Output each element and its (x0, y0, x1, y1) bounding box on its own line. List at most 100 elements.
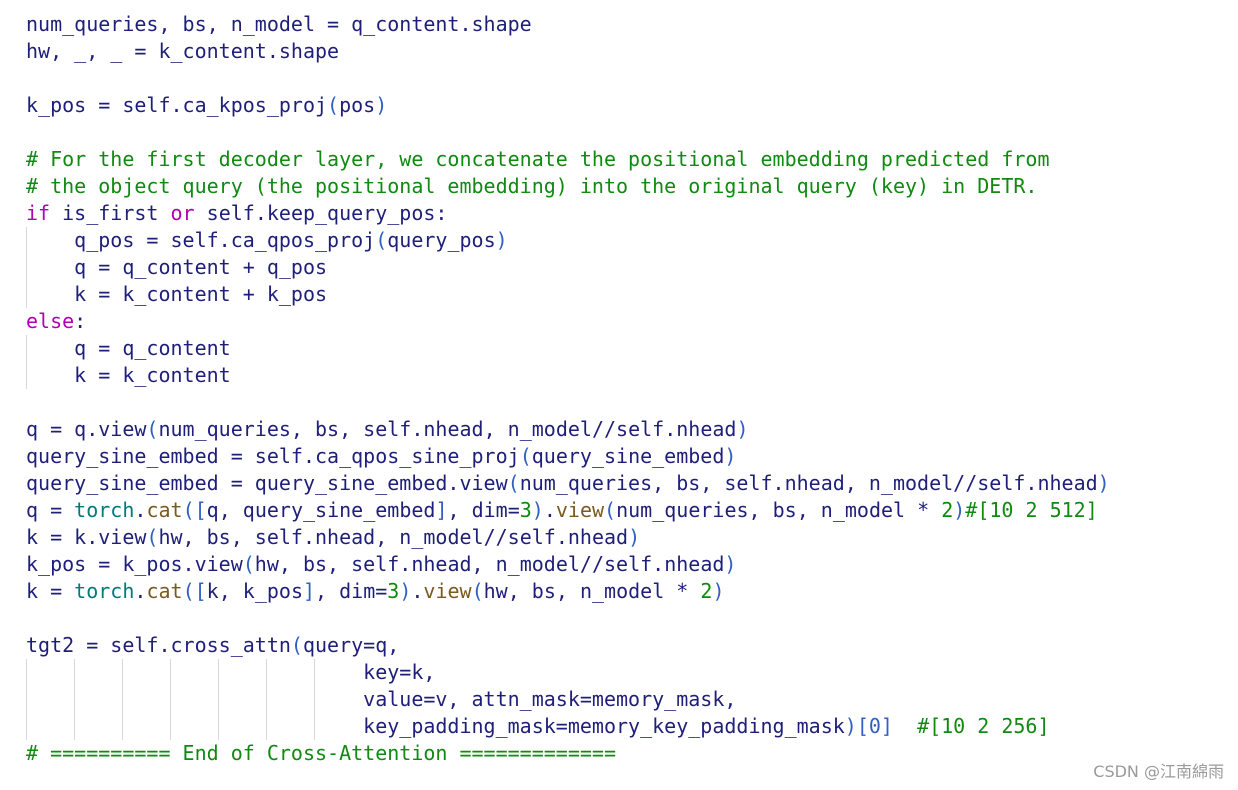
code-token-num: 3 (519, 498, 532, 522)
code-token-fn: torch (74, 498, 135, 522)
code-line: k = torch.cat([k, k_pos], dim=3).view(hw… (26, 578, 1110, 605)
code-token-plain: q = q.view (26, 417, 147, 441)
watermark-text: CSDN @江南綿雨 (1093, 762, 1224, 781)
code-token-comment: # the object query (the positional embed… (26, 174, 1038, 198)
code-token-plain: : (74, 309, 87, 333)
code-line: # the object query (the positional embed… (26, 173, 1110, 200)
code-token-method: cat (146, 498, 183, 522)
indent-guide (26, 362, 27, 389)
code-token-plain: tgt2 = self.cross_attn (26, 633, 291, 657)
code-token-plain: self.keep_query_pos: (194, 201, 448, 225)
code-line: query_sine_embed = self.ca_qpos_sine_pro… (26, 443, 1110, 470)
code-line: num_queries, bs, n_model = q_content.sha… (26, 11, 1110, 38)
code-token-method: cat (146, 579, 183, 603)
code-token-plain: k_pos = k_pos.view (26, 552, 243, 576)
indent-guide (266, 686, 267, 713)
code-line (26, 605, 1110, 632)
code-token-paren: ([ (182, 498, 207, 522)
code-token-plain: q_pos = self.ca_qpos_proj (26, 228, 376, 252)
code-token-plain: hw, bs, self.nhead, n_model//self.nhead (158, 525, 629, 549)
code-token-paren: ) (495, 228, 508, 252)
indent-guide (74, 713, 75, 740)
code-line: else: (26, 308, 1110, 335)
code-line: # For the first decoder layer, we concat… (26, 146, 1110, 173)
indent-guide (218, 713, 219, 740)
code-token-paren: ) (531, 498, 544, 522)
code-token-plain: value=v, attn_mask=memory_mask, (26, 687, 737, 711)
code-token-plain: query_sine_embed = query_sine_embed.view (26, 471, 508, 495)
code-token-plain (893, 714, 917, 738)
code-token-paren: ( (604, 498, 617, 522)
code-token-kw: else (26, 309, 75, 333)
indent-guide (314, 713, 315, 740)
code-token-paren: ) (399, 579, 412, 603)
code-token-comment: # ========== End of Cross-Attention ====… (26, 741, 617, 765)
code-token-plain: k = k.view (26, 525, 147, 549)
code-token-comment: #[10 2 512] (965, 498, 1098, 522)
code-token-paren: ( (242, 552, 255, 576)
code-token-paren: ) (724, 444, 737, 468)
code-token-paren: ) (724, 552, 737, 576)
code-token-plain: hw, bs, self.nhead, n_model//self.nhead (254, 552, 725, 576)
code-token-plain: key=k, (26, 660, 436, 684)
code-line: k = k_content (26, 362, 1110, 389)
code-token-paren: ) (1097, 471, 1110, 495)
code-line: query_sine_embed = query_sine_embed.view… (26, 470, 1110, 497)
code-token-plain: k = (26, 579, 75, 603)
code-line (26, 119, 1110, 146)
indent-guide (26, 659, 27, 686)
code-token-plain: . (134, 498, 147, 522)
code-token-plain: hw, _, _ = k_content.shape (26, 39, 340, 63)
code-token-paren: ) (953, 498, 966, 522)
indent-guide (26, 281, 27, 308)
code-line (26, 389, 1110, 416)
code-token-plain: hw, bs, n_model * (483, 579, 701, 603)
code-token-paren: ( (146, 417, 159, 441)
indent-guide (26, 254, 27, 281)
indent-guide (74, 686, 75, 713)
code-token-plain: , dim= (447, 498, 520, 522)
code-line: # ========== End of Cross-Attention ====… (26, 740, 1110, 767)
indent-guide (266, 713, 267, 740)
indent-guide (170, 713, 171, 740)
indent-guide (74, 659, 75, 686)
code-token-plain: q = q_content (26, 336, 231, 360)
indent-guide (170, 659, 171, 686)
code-token-plain: query_sine_embed (531, 444, 725, 468)
code-token-fn: torch (74, 579, 135, 603)
code-token-num: 2 (941, 498, 954, 522)
code-token-paren: ( (146, 525, 159, 549)
code-line: if is_first or self.keep_query_pos: (26, 200, 1110, 227)
code-token-paren: ( (375, 228, 388, 252)
code-line: k = k.view(hw, bs, self.nhead, n_model//… (26, 524, 1110, 551)
code-token-paren: ( (507, 471, 520, 495)
code-line: value=v, attn_mask=memory_mask, (26, 686, 1110, 713)
indent-guide (170, 686, 171, 713)
code-token-method: view (423, 579, 472, 603)
code-line: k_pos = k_pos.view(hw, bs, self.nhead, n… (26, 551, 1110, 578)
code-line: q = torch.cat([q, query_sine_embed], dim… (26, 497, 1110, 524)
code-token-paren: ) (628, 525, 641, 549)
code-token-plain: q = q_content + q_pos (26, 255, 328, 279)
code-token-comment: #[10 2 256] (917, 714, 1050, 738)
indent-guide (266, 659, 267, 686)
indent-guide (26, 713, 27, 740)
code-line: q = q_content (26, 335, 1110, 362)
indent-guide (122, 686, 123, 713)
code-line (26, 65, 1110, 92)
indent-guide (122, 713, 123, 740)
indent-guide (26, 686, 27, 713)
code-token-paren: ([ (182, 579, 207, 603)
code-line: hw, _, _ = k_content.shape (26, 38, 1110, 65)
code-token-plain: k_pos = self.ca_kpos_proj (26, 93, 328, 117)
code-line: q = q.view(num_queries, bs, self.nhead, … (26, 416, 1110, 443)
indent-guide (314, 659, 315, 686)
code-editor: num_queries, bs, n_model = q_content.sha… (26, 11, 1110, 767)
code-token-plain: num_queries, bs, self.nhead, n_model//se… (519, 471, 1098, 495)
code-token-paren: ) (375, 93, 388, 117)
code-line: k = k_content + k_pos (26, 281, 1110, 308)
code-token-kw: if (26, 201, 51, 225)
indent-guide (314, 686, 315, 713)
code-token-plain: query_sine_embed = self.ca_qpos_sine_pro… (26, 444, 520, 468)
code-token-paren: ) (736, 417, 749, 441)
